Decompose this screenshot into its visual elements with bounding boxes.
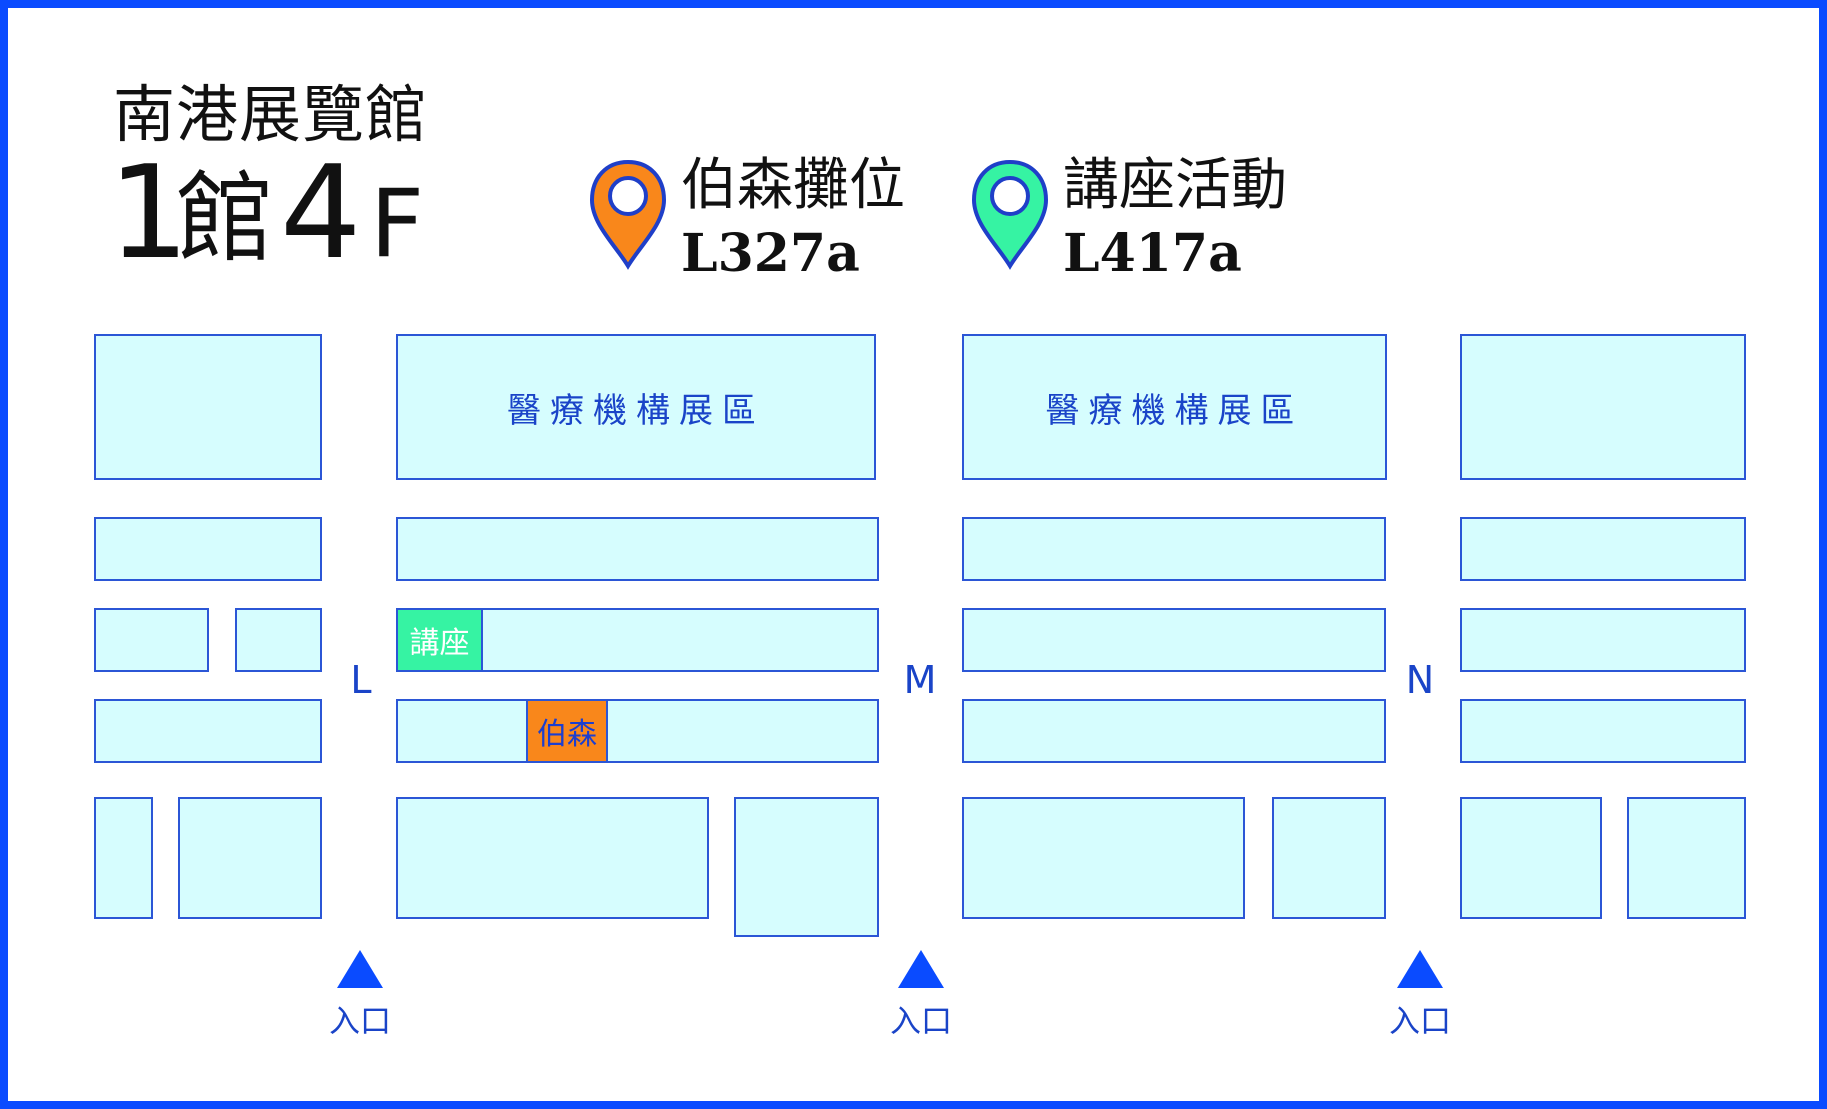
legend-talk-code: L417a [1063,223,1242,284]
aisle-label-n: N [1405,658,1435,702]
exhibit-block [1460,334,1746,480]
medical-zone-block-right: 醫療機構展區 [962,334,1387,480]
aisle-label-m: M [903,658,937,702]
exhibit-block [94,797,153,919]
exhibit-block [178,797,322,919]
medical-zone-label: 醫療機構展區 [507,390,765,431]
triangle-up-icon [898,950,944,988]
exhibit-block [235,608,322,672]
exhibit-block [734,797,879,937]
exhibit-block [962,608,1386,672]
map-pin-icon [971,159,1049,270]
hall-unit: 館 [176,162,275,276]
exhibit-block [1460,797,1602,919]
exhibit-block [94,608,209,672]
exhibit-block [1460,608,1746,672]
triangle-up-icon [337,950,383,988]
exhibit-block [94,517,322,581]
triangle-up-icon [1397,950,1443,988]
exhibit-block [962,699,1386,763]
entrance-l[interactable]: 入口 [315,950,405,1041]
floor-number: 4 [280,139,362,288]
legend-booth-code: L327a [681,223,860,284]
hall-number: 1 [108,139,190,288]
bosen-booth-marker[interactable]: 伯森 [526,699,608,763]
exhibit-block [1272,797,1386,919]
venue-name: 南港展覽館 [113,78,429,151]
floor-unit: F [370,170,425,279]
exhibit-block [396,699,879,763]
entrance-label: 入口 [329,1004,391,1040]
aisle-label-l: L [350,658,372,702]
talk-booth-marker[interactable]: 講座 [396,608,483,672]
exhibit-block [962,517,1386,581]
entrance-m[interactable]: 入口 [876,950,966,1041]
legend-booth-label: 伯森攤位 [681,153,905,218]
exhibit-block [396,517,879,581]
legend-talk: 講座活動 L417a [970,153,1310,284]
medical-zone-block-left: 醫療機構展區 [396,334,876,480]
exhibit-block [94,334,322,480]
exhibit-block [962,797,1245,919]
exhibit-block [396,797,709,919]
exhibit-block [1460,517,1746,581]
exhibit-block [1627,797,1746,919]
exhibit-block [94,699,322,763]
legend-booth: 伯森攤位 L327a [588,153,928,284]
entrance-label: 入口 [890,1004,952,1040]
legend-talk-label: 講座活動 [1063,153,1287,218]
medical-zone-label: 醫療機構展區 [1045,390,1304,431]
map-pin-icon [589,159,667,270]
exhibit-block [1460,699,1746,763]
entrance-n[interactable]: 入口 [1375,950,1465,1041]
entrance-label: 入口 [1389,1004,1451,1040]
